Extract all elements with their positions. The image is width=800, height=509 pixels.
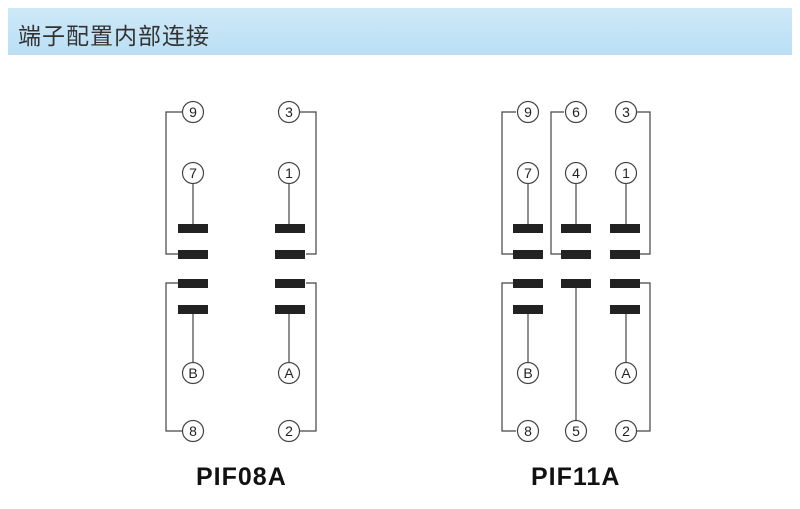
pif11a-wire-3 [637, 111, 651, 255]
terminal-a: A [614, 361, 638, 385]
svg-text:3: 3 [285, 104, 293, 120]
pif11a-contact [561, 250, 591, 259]
section-title: 端子配置内部连接 [18, 24, 210, 50]
svg-text:3: 3 [622, 104, 630, 120]
svg-text:9: 9 [189, 104, 197, 120]
svg-text:8: 8 [524, 423, 532, 439]
svg-text:5: 5 [572, 423, 580, 439]
pif08a-contact [275, 250, 305, 259]
pif11a-contact [610, 279, 640, 288]
terminal-8: 8 [516, 419, 540, 443]
pif08a-contact [275, 305, 305, 314]
terminal-9: 9 [516, 100, 540, 124]
pif08a-contact [178, 250, 208, 259]
terminal-b: B [181, 361, 205, 385]
pif08a-contact [275, 224, 305, 233]
pif08a-wire-2 [300, 282, 317, 432]
pif08a-wire-8 [165, 282, 182, 432]
pif08a-contact [178, 224, 208, 233]
svg-text:8: 8 [189, 423, 197, 439]
svg-text:A: A [284, 365, 294, 381]
pif11a-wire-2 [637, 282, 651, 432]
pif11a-contact [610, 250, 640, 259]
svg-text:4: 4 [572, 165, 580, 181]
terminal-7: 7 [181, 161, 205, 185]
svg-text:6: 6 [572, 104, 580, 120]
pif11a-contact [610, 305, 640, 314]
terminal-3: 3 [614, 100, 638, 124]
pif11a-wire-6 [550, 111, 564, 255]
terminal-6: 6 [564, 100, 588, 124]
svg-text:B: B [188, 365, 197, 381]
model-label-pif08a: PIF08A [196, 463, 287, 491]
pif11a-wire-8 [501, 282, 516, 432]
pif08a-wire-9 [165, 111, 182, 255]
pif11a-contact [513, 250, 543, 259]
pif11a-contact [561, 224, 591, 233]
svg-text:7: 7 [524, 165, 532, 181]
terminal-3: 3 [277, 100, 301, 124]
terminal-a: A [277, 361, 301, 385]
svg-text:1: 1 [622, 165, 630, 181]
terminal-8: 8 [181, 419, 205, 443]
svg-text:2: 2 [622, 423, 630, 439]
pif08a-contact [178, 279, 208, 288]
pif11a-wire-9 [501, 111, 516, 255]
pif11a-contact [610, 224, 640, 233]
svg-text:2: 2 [285, 423, 293, 439]
pif11a-contact [513, 279, 543, 288]
pif08a-contact [275, 279, 305, 288]
pif08a-contact [178, 305, 208, 314]
terminal-9: 9 [181, 100, 205, 124]
terminal-2: 2 [614, 419, 638, 443]
terminal-2: 2 [277, 419, 301, 443]
svg-text:9: 9 [524, 104, 532, 120]
section-header: 端子配置内部连接 [8, 8, 792, 55]
svg-text:7: 7 [189, 165, 197, 181]
terminal-1: 1 [277, 161, 301, 185]
terminal-1: 1 [614, 161, 638, 185]
model-label-pif11a: PIF11A [531, 463, 621, 491]
terminal-7: 7 [516, 161, 540, 185]
terminal-b: B [516, 361, 540, 385]
svg-text:B: B [523, 365, 532, 381]
pif08a-wire-3 [300, 111, 317, 255]
terminal-5: 5 [564, 419, 588, 443]
terminal-4: 4 [564, 161, 588, 185]
svg-text:A: A [621, 365, 631, 381]
svg-text:1: 1 [285, 165, 293, 181]
pif11a-contact [561, 279, 591, 288]
pif11a-contact [513, 224, 543, 233]
pif11a-contact [513, 305, 543, 314]
